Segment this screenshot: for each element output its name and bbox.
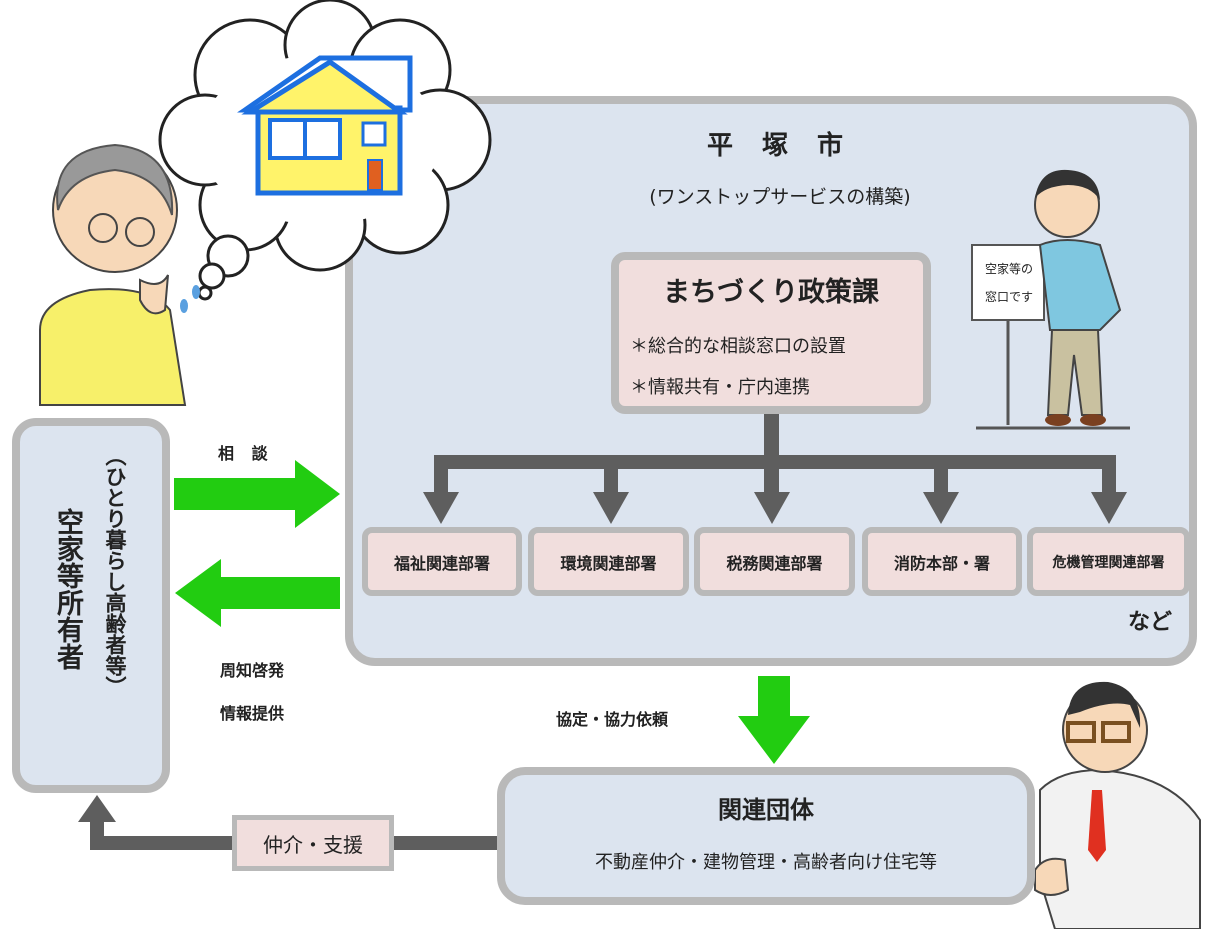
sign-text-line: 窓口です: [985, 290, 1034, 304]
mediation-box: 仲介・支援: [232, 815, 394, 871]
businessman-illustration: [1034, 681, 1201, 929]
related-orgs-box: [497, 767, 1035, 905]
owner-box: [12, 418, 170, 793]
policy-item: ＊総合的な相談窓口の設置: [630, 336, 846, 357]
staff-illustration: [971, 169, 1130, 430]
consult-arrow: [174, 460, 340, 528]
department-fire: 消防本部・署: [862, 527, 1022, 596]
consult-label: 相 談: [218, 444, 274, 463]
department-crisis-management: 危機管理関連部署: [1027, 527, 1190, 596]
awareness-arrow: [175, 559, 340, 627]
departments-etc-label: など: [1128, 610, 1173, 635]
related-orgs-title: 関連団体: [718, 796, 814, 824]
agreement-arrow: [738, 676, 810, 764]
department-tax: 税務関連部署: [694, 527, 855, 596]
owner-subtitle: （ひとり暮らし高齢者等）: [103, 445, 127, 697]
awareness-label: 周知啓発: [220, 661, 285, 680]
policy-item: ＊情報共有・庁内連携: [630, 377, 810, 398]
info-label: 情報提供: [220, 704, 285, 723]
agreement-label: 協定・協力依頼: [556, 710, 669, 729]
mediation-connector: [78, 795, 498, 850]
related-orgs-subtitle: 不動産仲介・建物管理・高齢者向け住宅等: [595, 852, 937, 873]
house-icon: [237, 55, 413, 196]
department-welfare: 福祉関連部署: [362, 527, 522, 596]
sign-text-line: 空家等の: [985, 262, 1034, 276]
department-connector-tree: [423, 414, 1127, 524]
city-subtitle: (ワンストップサービスの構築): [649, 186, 911, 208]
owner-title: 空家等所有者: [52, 508, 83, 670]
department-environment: 環境関連部署: [528, 527, 689, 596]
policy-division-box: [611, 252, 931, 414]
policy-division-title: まちづくり政策課: [663, 277, 879, 308]
elderly-person-illustration: [39, 143, 200, 406]
city-title: 平 塚 市: [706, 131, 854, 161]
